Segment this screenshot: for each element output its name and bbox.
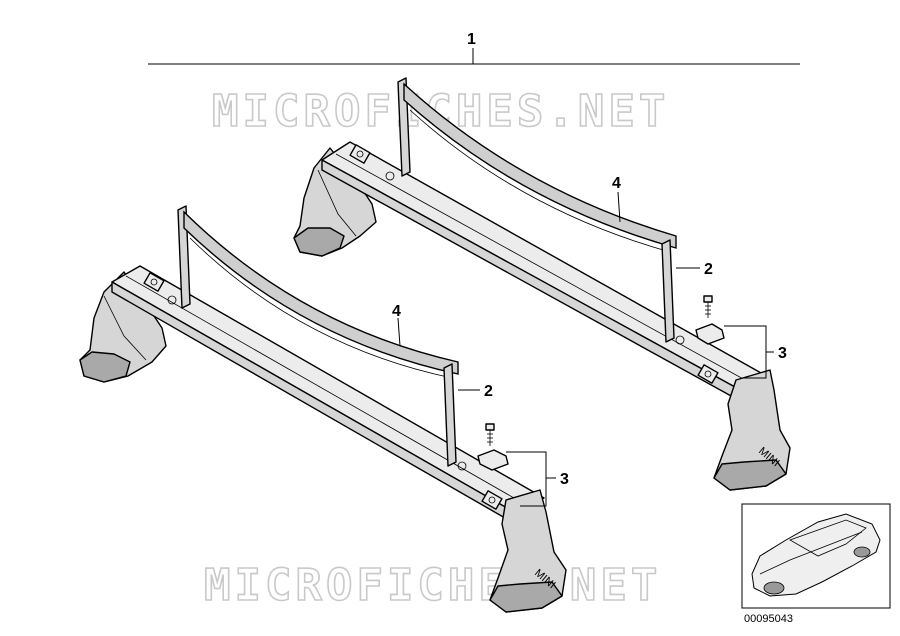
front-right-foot-pad: [489, 581, 563, 613]
rear-left-foot-pad: [293, 227, 345, 257]
front-clamp: [477, 449, 509, 471]
rear-clamp: [695, 323, 725, 345]
front-rack: MINI 4 2 3: [79, 205, 569, 613]
front-bolt: [485, 423, 495, 446]
rear-strap: [403, 82, 677, 249]
front-left-pad: [143, 272, 165, 292]
rear-right-foot-pad: [713, 459, 787, 491]
callout-front-strap: 4: [392, 303, 401, 320]
watermark-top: MICROFICHES.NET: [212, 86, 669, 137]
rear-bracket-right: [661, 239, 675, 343]
callout-assembly: 1: [467, 31, 476, 48]
front-crossbar: [111, 265, 545, 513]
front-strap: [183, 210, 459, 375]
rear-bolt: [703, 295, 713, 318]
front-bracket-right: [443, 363, 457, 467]
front-right-pad: [481, 490, 503, 510]
rear-left-pad: [349, 144, 371, 164]
watermark-bottom: MICROFICHES.NET: [204, 560, 661, 611]
callout-front-bracket: 2: [484, 383, 493, 400]
assembly-reference: 1: [148, 31, 800, 65]
front-left-foot-pad: [79, 351, 131, 383]
rear-rack: MINI 4 2 3: [293, 77, 791, 491]
callout-rear-strap: 4: [612, 175, 621, 192]
vehicle-thumbnail: 00095043: [741, 503, 891, 625]
callout-rear-bracket: 2: [704, 261, 713, 278]
callout-rear-clamp: 3: [778, 345, 787, 362]
thumbnail-part-number: 00095043: [744, 613, 793, 625]
rear-right-pad: [697, 364, 719, 384]
callout-front-clamp: 3: [560, 471, 569, 488]
